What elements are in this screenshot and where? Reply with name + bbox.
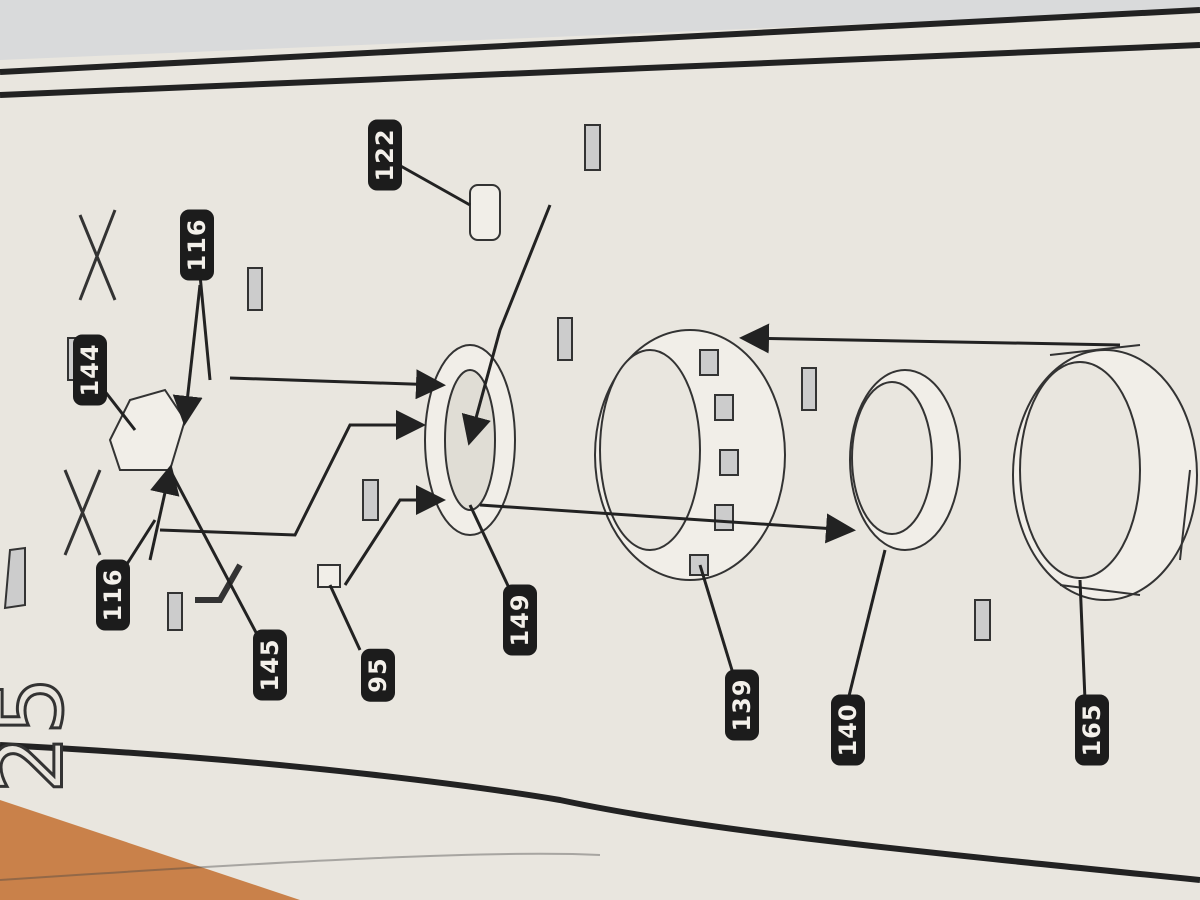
part-label-144: 144	[73, 334, 107, 406]
frame-line	[0, 742, 1200, 883]
part-label-140: 140	[831, 694, 865, 766]
part-144	[108, 388, 187, 471]
part-label-95: 95	[361, 648, 395, 702]
part-label-116: 116	[96, 559, 130, 631]
page-top-strip	[0, 0, 1200, 60]
table-surface	[0, 800, 300, 900]
frame-line	[0, 7, 1200, 75]
glue-tube-icon	[3, 124, 991, 641]
part-label-116: 116	[180, 209, 214, 281]
part-label-145: 145	[253, 629, 287, 701]
assembly-arrow-icon	[148, 204, 1121, 586]
part-139-turret-ring	[594, 329, 786, 581]
part-label-149: 149	[503, 584, 537, 656]
part-95	[317, 564, 341, 588]
part-165-ring	[1012, 344, 1198, 601]
part-label-165: 165	[1075, 694, 1109, 766]
step-number: 25	[0, 675, 85, 795]
part-label-139: 139	[725, 669, 759, 741]
do-not-use-cross-icon	[63, 209, 117, 556]
part-140-ring	[849, 369, 961, 551]
frame-line	[0, 42, 1200, 98]
part-122	[469, 184, 501, 241]
part-145	[195, 563, 243, 603]
part-label-122: 122	[368, 119, 402, 191]
